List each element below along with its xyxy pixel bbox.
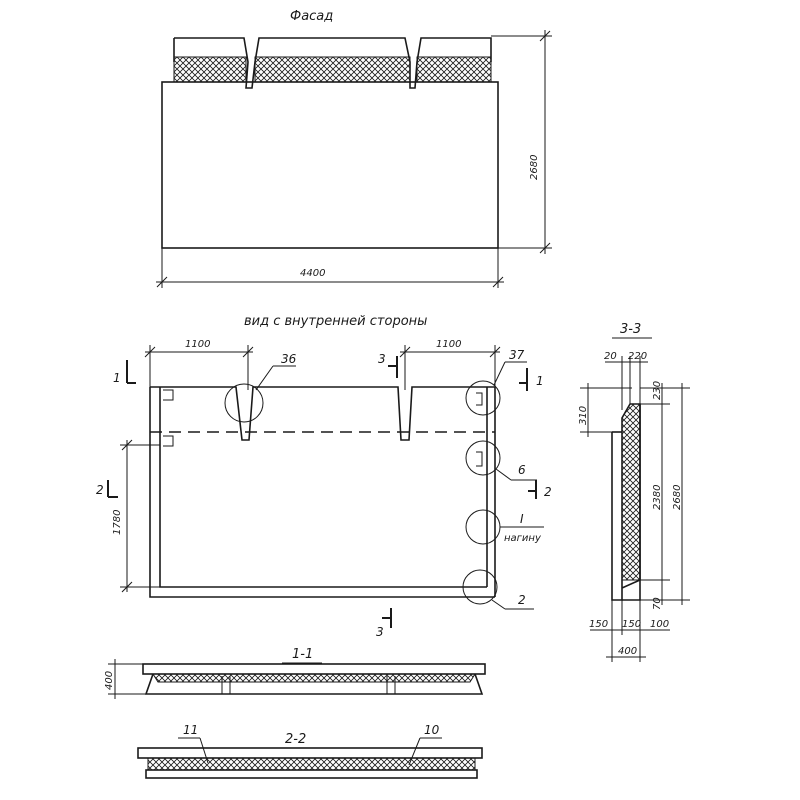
section-3-3-dim-310: 310 [578,383,632,437]
svg-text:2: 2 [96,483,104,497]
section-3-3-profile [611,403,641,601]
callout-36-label: 36 [281,352,297,366]
facade-parapet [173,37,492,89]
section-3-3: 3-3 20 220 310 [578,322,690,662]
dim-1780: 1780 [112,510,123,535]
section-3-3-right-dims: 230 2380 2680 70 [640,381,690,610]
svg-text:20: 20 [604,351,617,362]
section-2-2-profile [137,747,483,779]
svg-text:230: 230 [652,381,663,400]
section-1-1-profile [142,663,486,695]
inner-view-panel [149,386,496,598]
section-2-2-title: 2-2 [285,732,306,747]
inner-view: вид с внутренней стороны 1100 1100 [96,314,552,639]
callout-6: 6 [465,440,537,481]
section-2-2-mark-11: 11 [178,723,209,764]
facade-view: Фасад 2680 4400 [156,9,552,288]
svg-text:150: 150 [589,619,608,630]
svg-text:11: 11 [183,723,198,737]
section-mark-3-top: 3 [378,352,398,378]
inner-view-top-dimensions: 1100 1100 [144,339,501,390]
svg-text:2680: 2680 [672,485,683,510]
section-2-2: 2-2 11 10 [137,723,483,779]
section-3-3-title: 3-3 [620,322,641,337]
callout-I: I нагину [465,509,544,545]
inner-view-title: вид с внутренней стороны [244,314,427,329]
facade-width-dimension: 4400 [156,248,504,288]
callout-2-label: 2 [518,593,526,607]
svg-text:1: 1 [113,371,121,385]
section-mark-1-left: 1 [113,360,136,385]
section-1-1-dimension: 400 [104,659,146,699]
svg-text:220: 220 [628,351,647,362]
svg-text:10: 10 [424,723,440,737]
section-3-3-top-dims: 20 220 [604,351,648,410]
section-2-2-mark-10: 10 [408,723,442,766]
svg-text:400: 400 [104,671,115,690]
callout-2: 2 [462,569,534,610]
svg-text:1: 1 [536,374,544,388]
facade-height-dimension: 2680 [491,30,552,254]
callout-37: 37 [465,348,527,416]
facade-title: Фасад [290,9,333,24]
section-mark-2-left: 2 [96,480,118,498]
svg-text:3: 3 [378,352,386,366]
callout-36: 36 [224,352,297,423]
facade-panel [161,81,499,249]
inner-view-left-dimension: 1780 [112,439,160,593]
section-3-3-bottom-dims: 150 150 100 400 [589,600,670,662]
callout-I-label: I [520,512,524,526]
section-mark-3-bottom: 3 [376,608,392,639]
callout-37-label: 37 [509,348,525,362]
callout-I-note: нагину [504,533,542,544]
svg-text:400: 400 [618,646,637,657]
facade-height-label: 2680 [529,155,540,180]
svg-text:2: 2 [544,485,552,499]
svg-text:100: 100 [650,619,669,630]
dim-1100-left: 1100 [185,339,210,350]
section-mark-2-right: 2 [528,480,552,499]
callout-6-label: 6 [518,463,526,477]
section-1-1-title: 1-1 [292,647,313,662]
section-mark-1-right: 1 [519,368,544,391]
section-1-1: 1-1 400 [104,647,486,699]
svg-text:3: 3 [376,625,384,639]
svg-text:310: 310 [578,406,589,425]
svg-text:150: 150 [622,619,641,630]
svg-text:2380: 2380 [652,485,663,510]
facade-width-label: 4400 [300,268,325,279]
dim-1100-right: 1100 [436,339,461,350]
svg-text:70: 70 [652,597,663,610]
